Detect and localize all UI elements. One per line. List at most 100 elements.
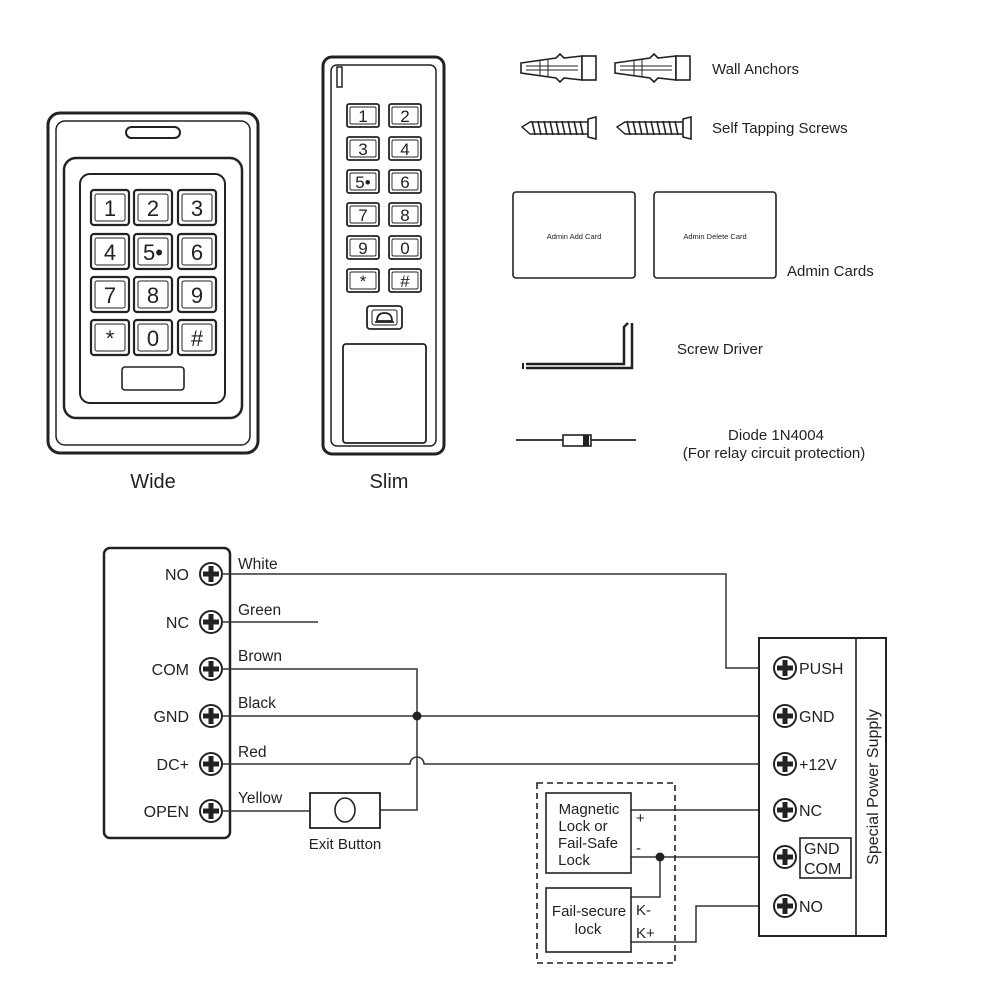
screws-label: Self Tapping Screws bbox=[712, 120, 848, 137]
psu-terminal-label: NC bbox=[799, 803, 822, 820]
screw-terminal-icon bbox=[773, 798, 797, 822]
mag-lock-line4: Lock bbox=[558, 852, 590, 869]
wide-key-6[interactable]: 6 bbox=[176, 232, 218, 271]
exit-button-label: Exit Button bbox=[309, 836, 382, 853]
slim-label: Slim bbox=[370, 471, 409, 493]
admin-delete-card: Admin Delete Card bbox=[653, 191, 777, 279]
diode-icon bbox=[516, 434, 636, 447]
wide-key-8[interactable]: 8 bbox=[132, 275, 174, 314]
terminal-label: OPEN bbox=[144, 804, 189, 821]
controller-terminal-block: NO NC COM GND DC+ OPEN bbox=[102, 546, 232, 840]
slim-key-label: 6 bbox=[400, 173, 409, 192]
admin-cards-label: Admin Cards bbox=[787, 263, 874, 280]
screw-terminal-icon bbox=[199, 704, 223, 728]
terminal-label: GND bbox=[153, 709, 189, 726]
bell-icon bbox=[366, 305, 403, 330]
junction-dot bbox=[655, 852, 665, 862]
admin-cards: Admin Add Card Admin Delete Card Admin C… bbox=[512, 191, 874, 280]
screw-icon bbox=[520, 115, 597, 141]
psu-terminal-label: NO bbox=[799, 899, 823, 916]
wide-key-label: 3 bbox=[191, 196, 203, 221]
terminal-label: COM bbox=[152, 662, 189, 679]
slim-key-3[interactable]: 3 bbox=[346, 136, 380, 161]
psu-terminal-label: PUSH bbox=[799, 661, 843, 678]
brown-wire bbox=[222, 668, 418, 811]
screw-terminal-icon bbox=[773, 894, 797, 918]
lock-area: Magnetic Lock or Fail-Safe Lock + - Fail… bbox=[536, 782, 676, 964]
terminal-label: NO bbox=[165, 567, 189, 584]
screw-driver: Screw Driver bbox=[522, 322, 763, 370]
diode-note: (For relay circuit protection) bbox=[683, 445, 866, 462]
wide-key-5[interactable]: 5• bbox=[132, 232, 174, 271]
red-wire bbox=[222, 756, 773, 765]
mag-lock-line2: Lock or bbox=[558, 818, 607, 835]
wall-anchors: Wall Anchors bbox=[520, 52, 799, 84]
wide-label: Wide bbox=[130, 471, 176, 493]
slim-key-7[interactable]: 7 bbox=[346, 202, 380, 227]
screw-driver-label: Screw Driver bbox=[677, 341, 763, 358]
k-minus-label: K- bbox=[636, 902, 651, 919]
slim-key-8[interactable]: 8 bbox=[388, 202, 422, 227]
wall-anchor-icon bbox=[614, 52, 691, 84]
wall-anchors-label: Wall Anchors bbox=[712, 61, 799, 78]
minus-sign: - bbox=[636, 840, 641, 857]
wide-key-label: 9 bbox=[191, 283, 203, 308]
slim-key-label: 3 bbox=[358, 140, 367, 159]
terminal-label: NC bbox=[166, 615, 189, 632]
wide-key-label: * bbox=[106, 326, 115, 351]
wide-key-4[interactable]: 4 bbox=[89, 232, 131, 271]
diode-label: Diode 1N4004 bbox=[728, 427, 824, 444]
slim-key-label: 1 bbox=[358, 107, 367, 126]
wire-label-red: Red bbox=[238, 744, 266, 761]
slim-key-6[interactable]: 6 bbox=[388, 169, 422, 194]
psu-terminal-12v: +12V bbox=[773, 752, 837, 776]
wire-label-white: White bbox=[238, 556, 278, 573]
wide-key-label: 7 bbox=[104, 283, 116, 308]
slim-key-5[interactable]: 5• bbox=[346, 169, 380, 194]
wall-anchor-icon bbox=[520, 52, 597, 84]
wide-key-9[interactable]: 9 bbox=[176, 275, 218, 314]
screwdriver-icon bbox=[522, 322, 634, 370]
wide-key-3[interactable]: 3 bbox=[176, 188, 218, 227]
slim-key-label: * bbox=[360, 272, 367, 291]
screw-terminal-icon bbox=[773, 704, 797, 728]
admin-delete-card-label: Admin Delete Card bbox=[683, 232, 746, 241]
wide-key-label: 2 bbox=[147, 196, 159, 221]
terminal-dc: DC+ bbox=[157, 752, 223, 776]
screw-terminal-icon bbox=[773, 656, 797, 680]
gnd-com-box bbox=[799, 837, 852, 879]
fail-secure-lock-box bbox=[545, 887, 632, 953]
slim-key-1[interactable]: 1 bbox=[346, 103, 380, 128]
wide-key-symhash[interactable]: # bbox=[176, 318, 218, 357]
psu-terminal-nc: NC bbox=[773, 798, 822, 822]
psu-terminal-gnd: GND bbox=[773, 704, 835, 728]
slim-key-symstar[interactable]: * bbox=[346, 268, 380, 293]
exit-button: Exit Button bbox=[309, 792, 382, 853]
wide-key-symstar[interactable]: * bbox=[89, 318, 131, 357]
slim-key-symhash[interactable]: # bbox=[388, 268, 422, 293]
slim-key-label: 0 bbox=[400, 239, 409, 258]
wide-key-1[interactable]: 1 bbox=[89, 188, 131, 227]
slim-key-label: 2 bbox=[400, 107, 409, 126]
wide-key-label: 5• bbox=[143, 240, 163, 265]
junction-dot bbox=[412, 711, 422, 721]
wide-key-label: 6 bbox=[191, 240, 203, 265]
slim-key-2[interactable]: 2 bbox=[388, 103, 422, 128]
psu-terminal-gnd-upper: GND bbox=[773, 841, 840, 869]
wide-key-0[interactable]: 0 bbox=[132, 318, 174, 357]
wide-key-label: 0 bbox=[147, 326, 159, 351]
slim-key-4[interactable]: 4 bbox=[388, 136, 422, 161]
wide-key-label: 4 bbox=[104, 240, 116, 265]
psu-terminal-no: NO bbox=[773, 894, 823, 918]
fail-secure-line1: Fail-secure bbox=[552, 903, 626, 920]
white-wire bbox=[222, 573, 773, 669]
wide-key-2[interactable]: 2 bbox=[132, 188, 174, 227]
psu-terminal-label: +12V bbox=[799, 757, 837, 774]
slim-key-9[interactable]: 9 bbox=[346, 235, 380, 260]
k-minus-wire bbox=[631, 857, 661, 898]
terminal-gnd: GND bbox=[153, 704, 223, 728]
slim-key-0[interactable]: 0 bbox=[388, 235, 422, 260]
wide-key-7[interactable]: 7 bbox=[89, 275, 131, 314]
